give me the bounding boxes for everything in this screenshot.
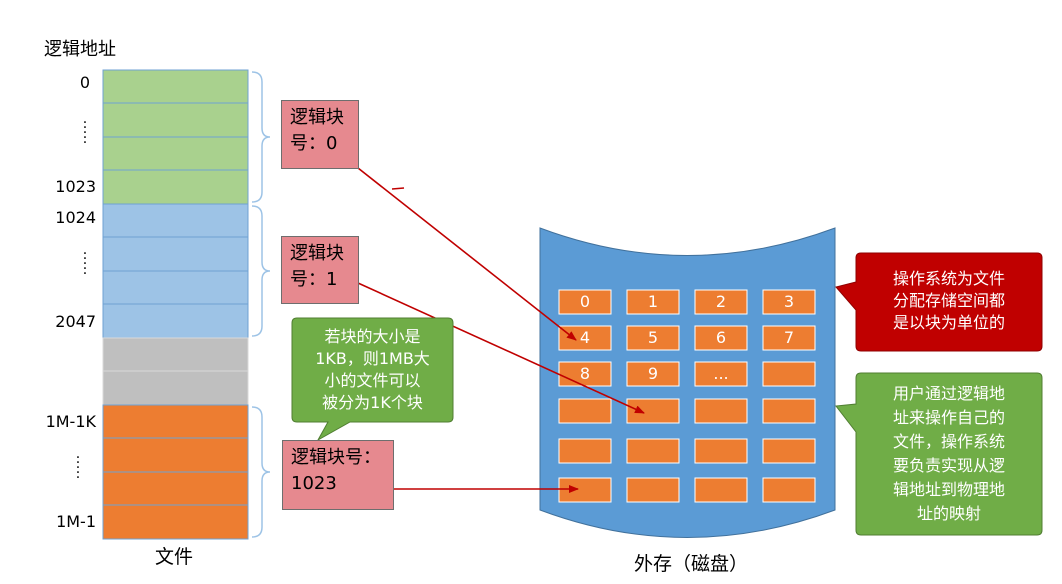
logical-address-title: 逻辑地址 xyxy=(44,39,116,60)
vertical-ellipsis-icon: ····· xyxy=(82,115,88,151)
mapping-arrows xyxy=(357,167,645,493)
callout-mapping-text: 用户通过逻辑地 址来操作自己的 文件，操作系统 要负责实现从逻 辑地址到物理地 … xyxy=(892,384,1005,523)
last-block-row xyxy=(102,437,249,473)
gap-row xyxy=(102,337,249,372)
disk-block-cell xyxy=(762,325,816,351)
disk-block-cell xyxy=(558,361,612,387)
disk-block-number: 2 xyxy=(715,292,727,311)
vertical-ellipsis-icon: ····· xyxy=(75,450,81,486)
last-block-row xyxy=(102,471,249,506)
disk-block-number: 8 xyxy=(579,364,591,383)
address-label-1m-1: 1M-1 xyxy=(56,512,96,531)
disk-block-number: 6 xyxy=(715,328,727,347)
address-label-0: 0 xyxy=(79,73,90,92)
logical-block-1023-label: 逻辑块号：1023 xyxy=(291,447,381,494)
disk-block-number: 7 xyxy=(783,328,795,347)
disk-block-cell xyxy=(626,325,680,351)
arrow-block0-to-disk4 xyxy=(357,167,577,341)
disk-block-cell xyxy=(626,398,680,424)
file-column xyxy=(102,69,249,540)
stray-mark xyxy=(391,187,405,190)
callout-mapping xyxy=(835,372,1043,536)
disk-block-cell xyxy=(762,438,816,464)
brace-last-block xyxy=(251,406,271,538)
disk-block-number: 3 xyxy=(783,292,795,311)
disk-block-cell xyxy=(626,477,680,503)
disk-block-cell xyxy=(626,438,680,464)
disk-block-cell xyxy=(694,289,748,315)
disk-body xyxy=(539,227,836,538)
disk-block-cell xyxy=(762,289,816,315)
brace-block0 xyxy=(251,71,271,203)
block0-row xyxy=(102,69,249,104)
disk-caption: 外存（磁盘） xyxy=(634,553,749,575)
address-label-2047: 2047 xyxy=(55,312,96,331)
address-label-1024: 1024 xyxy=(55,208,96,227)
file-caption: 文件 xyxy=(155,546,194,568)
disk-block-cell xyxy=(694,477,748,503)
disk-block-cell xyxy=(694,325,748,351)
block0-row xyxy=(102,102,249,138)
callout-block-size-text: 若块的大小是 1KB，则1MB大 小的文件可以 被分为1K个块 xyxy=(315,327,430,412)
logical-block-0-box: 逻辑块号：0 xyxy=(281,100,359,169)
block0-row xyxy=(102,136,249,171)
disk-block-cell xyxy=(762,361,816,387)
disk-block-number: 4 xyxy=(579,328,591,347)
address-label-1m-1k: 1M-1K xyxy=(45,412,96,431)
disk-block-cell xyxy=(762,398,816,424)
disk-block-number: 0 xyxy=(579,292,591,311)
callout-os-alloc-text: 操作系统为文件 分配存储空间都 是以块为单位的 xyxy=(892,269,1005,332)
block1-row xyxy=(102,236,249,272)
disk-block-cell xyxy=(694,361,748,387)
disk-block-cell xyxy=(558,398,612,424)
block1-row xyxy=(102,270,249,305)
disk-block-cell xyxy=(626,361,680,387)
block0-row xyxy=(102,169,249,205)
disk-block-cell xyxy=(694,438,748,464)
address-label-1023: 1023 xyxy=(55,177,96,196)
last-block-row xyxy=(102,404,249,439)
logical-block-1023-box: 逻辑块号：1023 xyxy=(282,440,394,510)
block1-row xyxy=(102,303,249,339)
brace-block1 xyxy=(251,205,271,337)
block-braces xyxy=(251,71,271,538)
disk-block-cell xyxy=(626,289,680,315)
callout-block-size xyxy=(291,317,454,442)
disk-block-cell xyxy=(558,477,612,503)
arrow-block1-to-disk xyxy=(357,282,645,414)
disk-block-number: 9 xyxy=(647,364,659,383)
disk-block-number: 5 xyxy=(647,328,659,347)
disk-block-number: ... xyxy=(713,364,729,383)
vertical-ellipsis-icon: ····· xyxy=(82,246,88,282)
block1-row xyxy=(102,203,249,238)
logical-block-0-label: 逻辑块号：0 xyxy=(290,107,344,154)
gap-row xyxy=(102,370,249,406)
logical-block-1-label: 逻辑块号：1 xyxy=(290,243,344,290)
last-block-row xyxy=(102,504,249,540)
disk-block-number: 1 xyxy=(647,292,659,311)
disk-block-cell xyxy=(558,289,612,315)
callout-os-alloc xyxy=(835,252,1043,352)
logical-block-1-box: 逻辑块号：1 xyxy=(281,236,359,304)
disk-cylinder xyxy=(539,227,836,538)
disk-block-cell xyxy=(694,398,748,424)
disk-block-cell xyxy=(558,438,612,464)
disk-block-cell xyxy=(762,477,816,503)
